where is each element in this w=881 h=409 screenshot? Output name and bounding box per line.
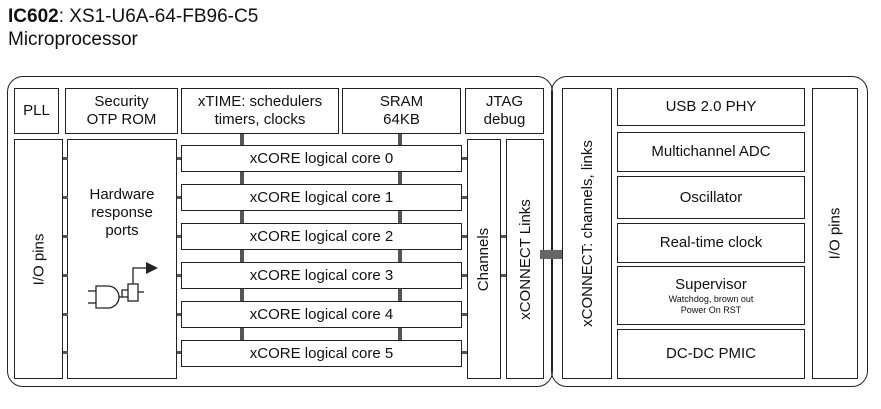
core-link-a6 xyxy=(240,328,244,340)
xconnect-label: xCONNECT: channels, links xyxy=(578,140,596,327)
tick-hw-1 xyxy=(177,157,182,160)
security-label-1: Security xyxy=(94,93,149,110)
io-pins-box-right xyxy=(812,88,858,379)
channels-label: Channels xyxy=(475,227,493,291)
tick-hw-6 xyxy=(177,351,182,354)
xconnect-box xyxy=(562,88,612,379)
core-link-b2 xyxy=(398,172,402,184)
usb-phy-box: USB 2.0 PHY xyxy=(617,88,805,126)
core-box-1: xCORE logical core 1 xyxy=(181,184,462,211)
tick-io-4 xyxy=(63,274,68,277)
core-label-0: xCORE logical core 0 xyxy=(249,149,394,167)
tick-io-3 xyxy=(63,235,68,238)
core-box-0: xCORE logical core 0 xyxy=(181,145,462,172)
part-separator: : xyxy=(58,6,70,27)
oscillator-box: Oscillator xyxy=(617,176,805,219)
core-link-a2 xyxy=(240,172,244,184)
tick-links-1 xyxy=(501,235,506,238)
core-box-2: xCORE logical core 2 xyxy=(181,223,462,250)
tick-ch-1 xyxy=(462,157,467,160)
core-label-2: xCORE logical core 2 xyxy=(249,227,394,245)
core-link-b1 xyxy=(398,134,402,145)
core-box-3: xCORE logical core 3 xyxy=(181,262,462,289)
xtime-box: xTIME: schedulers timers, clocks xyxy=(181,88,339,134)
rtc-label: Real-time clock xyxy=(659,234,763,251)
core-link-b4 xyxy=(398,250,402,262)
pmic-box: DC-DC PMIC xyxy=(617,329,805,379)
tick-ch-6 xyxy=(462,351,467,354)
tick-hw-4 xyxy=(177,274,182,277)
xcore-tile xyxy=(7,76,553,387)
tick-io-2 xyxy=(63,196,68,199)
jtag-label-1: JTAG xyxy=(485,93,524,110)
core-label-4: xCORE logical core 4 xyxy=(249,305,394,323)
xconnect-links-box xyxy=(506,139,544,379)
supervisor-sub-1: Watchdog, brown out xyxy=(668,293,754,304)
tick-ch-2 xyxy=(462,196,467,199)
security-label-2: OTP ROM xyxy=(86,111,157,128)
sram-label-1: SRAM xyxy=(379,93,424,110)
tile-connector xyxy=(540,250,564,259)
supervisor-sub-2: Power On RST xyxy=(680,304,742,315)
rtc-box: Real-time clock xyxy=(617,223,805,263)
io-pins-label-left: I/O pins xyxy=(30,233,47,285)
pll-box: PLL xyxy=(14,88,59,134)
tick-io-5 xyxy=(63,313,68,316)
hardware-ports-box xyxy=(67,139,177,379)
usb-phy-label: USB 2.0 PHY xyxy=(665,98,757,115)
part-title: IC602: XS1-U6A-64-FB96-C5 xyxy=(8,6,258,28)
tick-ch-3 xyxy=(462,235,467,238)
io-pins-box-left xyxy=(14,139,63,379)
supervisor-box: Supervisor Watchdog, brown out Power On … xyxy=(617,266,805,325)
tick-links-2 xyxy=(501,274,506,277)
io-pins-label-right: I/O pins xyxy=(826,207,844,260)
pmic-label: DC-DC PMIC xyxy=(666,345,756,362)
hardware-ports-label: Hardware response ports xyxy=(67,186,177,240)
oscillator-label: Oscillator xyxy=(679,188,743,206)
tick-hw-5 xyxy=(177,313,182,316)
core-label-3: xCORE logical core 3 xyxy=(249,266,394,284)
sram-box: SRAM 64KB xyxy=(342,88,461,134)
core-label-5: xCORE logical core 5 xyxy=(249,344,394,362)
core-link-a5 xyxy=(240,289,244,301)
tick-hw-3 xyxy=(177,235,182,238)
pll-label: PLL xyxy=(23,102,50,119)
core-link-a3 xyxy=(240,211,244,223)
adc-box: Multichannel ADC xyxy=(617,132,805,172)
core-link-b6 xyxy=(398,328,402,340)
core-link-b3 xyxy=(398,211,402,223)
security-box: Security OTP ROM xyxy=(65,88,178,134)
peripheral-tile xyxy=(551,76,868,387)
adc-label: Multichannel ADC xyxy=(651,143,771,160)
supervisor-label: Supervisor xyxy=(675,275,747,293)
sram-label-2: 64KB xyxy=(383,111,420,128)
xtime-label-2: timers, clocks xyxy=(214,111,306,128)
channels-box xyxy=(467,139,501,379)
tick-hw-2 xyxy=(177,196,182,199)
core-box-5: xCORE logical core 5 xyxy=(181,340,462,367)
tick-io-1 xyxy=(63,157,68,160)
part-id: IC602 xyxy=(8,6,59,27)
core-label-1: xCORE logical core 1 xyxy=(249,188,394,206)
hardware-ports-line-2: response xyxy=(91,204,153,221)
part-subtitle: Microprocessor xyxy=(8,29,138,50)
hardware-ports-line-1: Hardware xyxy=(89,186,155,203)
xconnect-links-label: xCONNECT Links xyxy=(516,198,534,320)
jtag-box: JTAG debug xyxy=(465,88,544,134)
core-box-4: xCORE logical core 4 xyxy=(181,301,462,328)
core-link-b5 xyxy=(398,289,402,301)
core-link-a1 xyxy=(240,134,244,145)
part-number: XS1-U6A-64-FB96-C5 xyxy=(69,6,259,27)
xtime-label-1: xTIME: schedulers xyxy=(197,93,323,110)
tick-ch-5 xyxy=(462,313,467,316)
core-link-a4 xyxy=(240,250,244,262)
jtag-label-2: debug xyxy=(483,111,526,128)
logic-gate-icon xyxy=(88,262,158,309)
hardware-ports-line-3: ports xyxy=(105,222,139,239)
tick-ch-4 xyxy=(462,274,467,277)
tick-io-6 xyxy=(63,351,68,354)
